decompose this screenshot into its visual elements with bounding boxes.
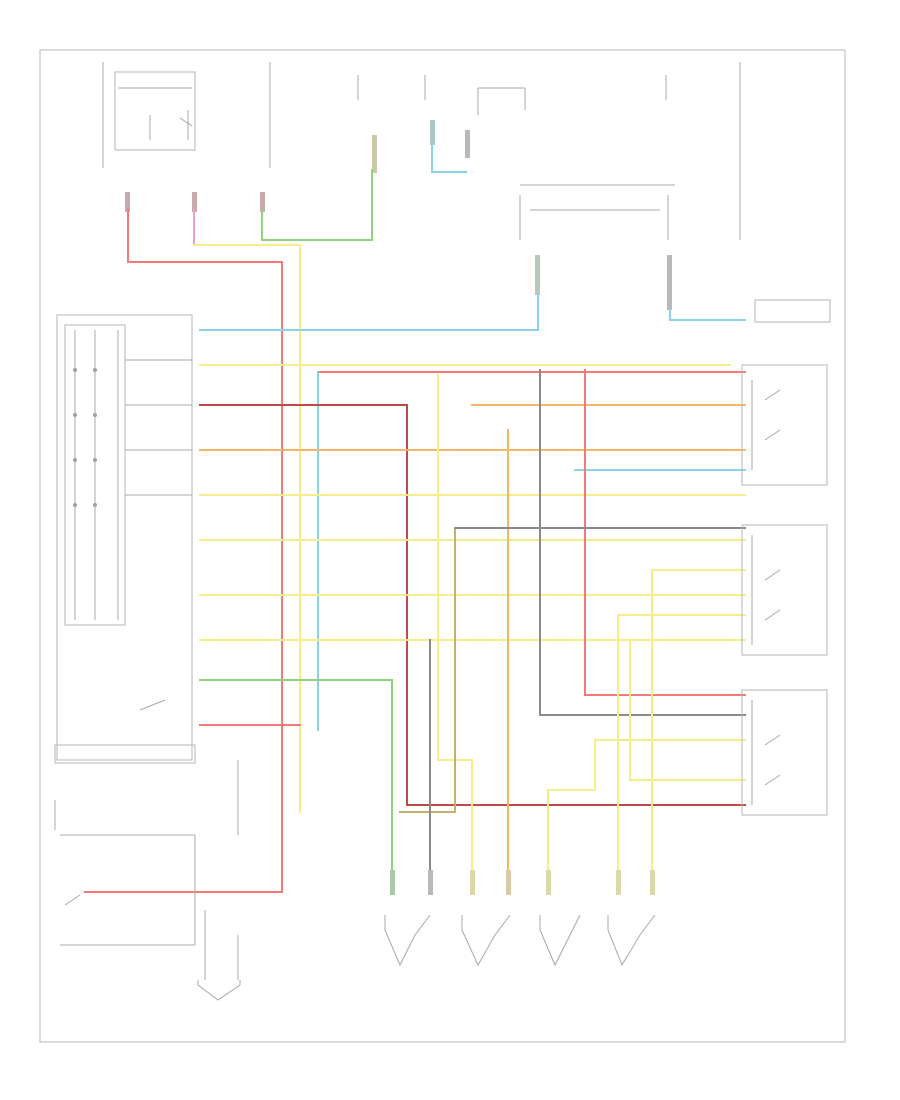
connector-icon (125, 192, 130, 212)
module-footer (54, 744, 196, 764)
switch-icon (764, 569, 781, 581)
connector-icon (372, 135, 377, 173)
connector-icon (650, 870, 655, 895)
connector-icon (465, 130, 470, 158)
wire-lightblue-2 (317, 371, 546, 731)
wire-yellow-8 (617, 614, 746, 876)
fuse-group (357, 75, 667, 100)
top-right-switch (477, 87, 675, 240)
wire-green (261, 169, 373, 241)
switch-icon (764, 389, 781, 401)
switch-icon (764, 429, 781, 441)
top-right-box (754, 299, 831, 323)
wire-lightblue-3 (669, 309, 746, 321)
motor-icon (384, 914, 431, 967)
module-box (56, 314, 193, 761)
relay-arm (179, 117, 193, 127)
wire-gray-2 (539, 369, 746, 716)
node-dot (93, 503, 97, 507)
connector-icon (546, 870, 551, 895)
node-dot (73, 368, 77, 372)
diagram-frame (39, 49, 846, 1043)
wire-group (84, 144, 746, 893)
top-left-relay (114, 71, 196, 151)
wire-yellow-main (193, 244, 301, 813)
switch-icon (764, 734, 781, 746)
switch-icon (139, 699, 166, 711)
node-dot (93, 413, 97, 417)
connector-icon (616, 870, 621, 895)
switch-icon (764, 774, 781, 786)
wire-tan (399, 529, 456, 813)
motor-icon (461, 914, 511, 967)
connector-icon (390, 870, 395, 895)
switch-block-3 (741, 689, 828, 816)
switch-icon (64, 894, 81, 906)
motor-icon (607, 914, 656, 967)
switch-icon (764, 609, 781, 621)
lock-switch-group (54, 760, 241, 1001)
connector-icon (470, 870, 475, 895)
top-connectors (125, 120, 672, 310)
motor-icon (539, 914, 581, 967)
wire-yellow-7 (547, 739, 746, 876)
connector-icon (667, 255, 672, 310)
wire-red-v (584, 369, 746, 696)
wire-red (84, 209, 283, 893)
ground-icon (197, 980, 241, 1001)
master-window-switch (54, 314, 196, 764)
node-dot (93, 458, 97, 462)
node-dot (73, 413, 77, 417)
wire-lightblue (199, 294, 539, 331)
wire-green-2 (199, 679, 393, 876)
node-dot (73, 503, 77, 507)
connector-icon (506, 870, 511, 895)
node-dot (93, 368, 97, 372)
bottom-motors (384, 870, 656, 967)
wire-lightblue-top (431, 144, 467, 173)
right-switches (741, 299, 831, 816)
connector-icon (428, 870, 433, 895)
wire-darkred (199, 404, 746, 806)
connector-icon (260, 192, 265, 212)
node-dot (73, 458, 77, 462)
wire-yellow-10 (629, 639, 746, 781)
connector-icon (192, 192, 197, 212)
connector-icon (430, 120, 435, 145)
switch-block-2 (741, 524, 828, 656)
switch-block-1 (741, 364, 828, 486)
connector-icon (535, 255, 540, 295)
relay-box (114, 71, 196, 151)
module-inner (64, 324, 126, 626)
